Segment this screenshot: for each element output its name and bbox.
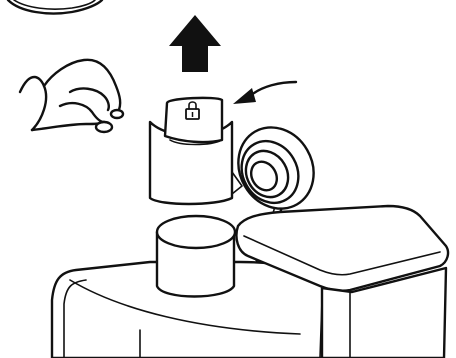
up-arrow-icon [169,15,221,72]
filter-disc [224,114,328,223]
tank-cylinder [157,216,235,297]
corner-callout-circle [8,0,102,14]
rotate-arrow-icon [233,82,296,104]
hand-icon [20,60,123,132]
